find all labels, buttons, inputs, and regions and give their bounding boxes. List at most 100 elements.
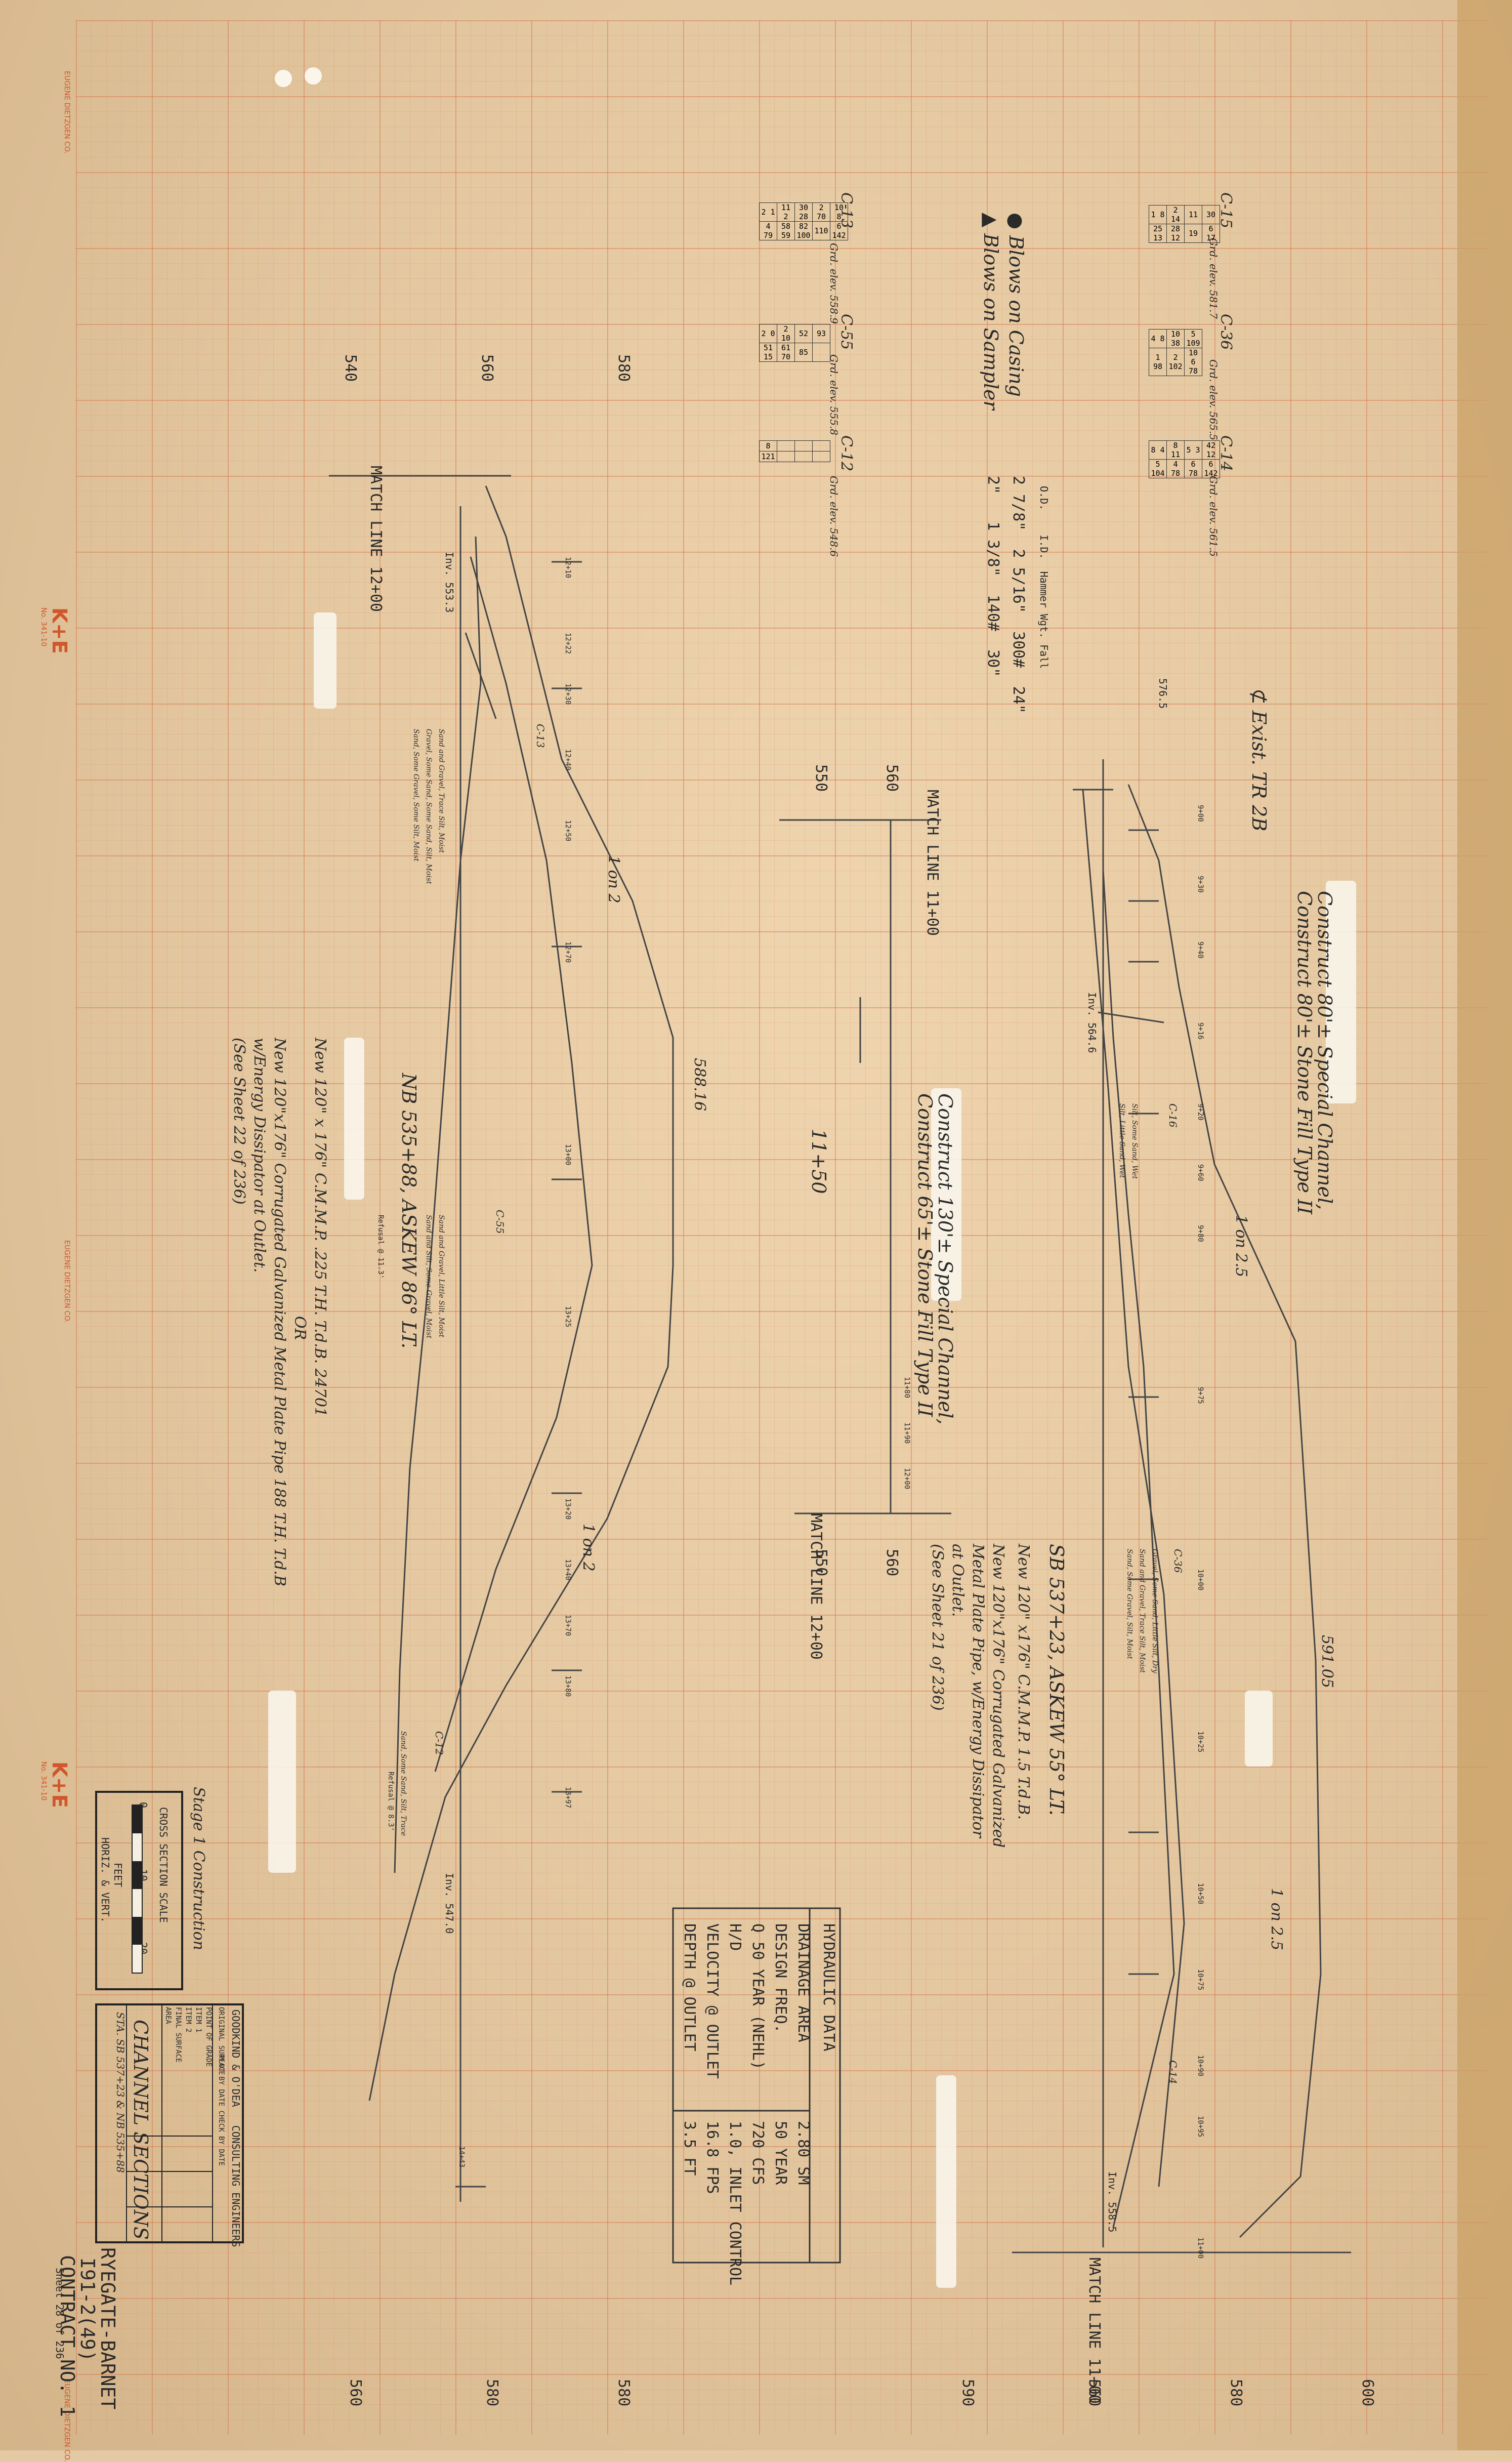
station-label: 9+60 [1196,1164,1204,1181]
ground-line-lower [368,485,674,2101]
boring-id: C-36 [1217,314,1235,350]
soil-description: Sand and Gravel, Trace Silt, Moist [1138,1549,1146,1673]
boring-label: C-55 [494,1210,506,1234]
binder-hole-2 [305,67,322,85]
hydraulic-frame [672,1907,841,2264]
boring-elev: Grd. elev. 561.5 [1207,476,1220,557]
boring-log-c12: 8 121 [759,440,830,462]
sb-note: (See Sheet 21 of 236) [929,1544,946,1711]
nb-label: NB 535+88, ASKEW 86° LT. [398,1073,420,1349]
ground-line [1127,784,1322,2238]
middle-note: Construct 65'± Stone Fill Type II [914,1093,936,1417]
sb-note: New 120"x176" Corrugated Galvanized [989,1544,1007,1848]
project-name: RYEGATE-BARNET [97,2247,119,2410]
hydraulic-row-value: 3.5 FT [681,2121,698,2176]
hydraulic-row-label: DRAINAGE AREA [794,1923,812,2042]
profile-line [1098,1011,1164,1023]
nb-note: w/Energy Dissipator at Outlet. [250,1038,268,1273]
hydraulic-row-label: H/D [726,1923,744,1951]
edge-elev: 600 [1359,2379,1376,2407]
boring-elev: Grd. elev. 581.7 [1207,238,1220,319]
graph-paper-grid [76,20,1488,2435]
channel-line-lower [394,536,482,1873]
boring-label: C-13 [534,724,547,748]
whiteout-patch [344,1038,364,1200]
station-label: 9+30 [1196,876,1204,893]
station-label: 10+25 [1196,1731,1204,1753]
hydraulic-row-value: 720 CFS [749,2121,767,2185]
channel-line-2 [1082,789,1185,2187]
boring-label: C-16 [1167,1103,1179,1128]
boring-label: C-36 [1172,1549,1184,1573]
station-label: 12+00 [903,1468,911,1490]
nb-note: OR [291,1316,309,1340]
station-label: 12+22 [564,633,572,654]
station-label: 9+20 [1196,1103,1204,1121]
sb-note: Metal Plate Pipe, w/Energy Dissipator [969,1544,987,1838]
soil-description: Silt, Some Sand, Wet [1130,1103,1139,1179]
scale-note: HORIZ. & VERT. [99,1837,111,1923]
station-label: 9+00 [1196,805,1204,822]
soil-description: Sand, Some Gravel, Silt, Moist [1125,1549,1133,1659]
title-row: ITEM 1 [194,2007,202,2033]
binder-hole-1 [275,70,292,87]
channel-note-2: Construct 80'± Stone Fill Type II [1293,891,1316,1215]
invert-label: Inv. 564.6 [1086,992,1098,1053]
station-label: 10+50 [1196,1883,1204,1905]
sheet-subtitle: STA. SB 537+23 & NB 535+88 [114,2012,127,2173]
project-number: I91-2(49) [76,2258,99,2362]
title-row: ORIGINAL SURFACE [217,2007,225,2075]
slope-label: 1 on 2.5 [1268,1888,1285,1951]
station-label: 12+10 [564,557,572,579]
middle-note: Construct 130'± Special Channel, [934,1093,956,1425]
invert-label: Inv. 553.3 [443,552,455,613]
edge-elev: 580 [615,2379,633,2407]
station-label: 13+80 [564,1675,572,1697]
scale-unit: FEET [112,1863,124,1887]
elev-label: 588.16 [691,1058,708,1111]
edge-elev: 580 [1227,2379,1245,2407]
match-line-label: MATCH LINE 12+00 [807,1513,825,1660]
elev-label: 560 [883,1549,901,1577]
station-label: 12+50 [564,820,572,842]
boring-id: C-55 [837,314,855,350]
boring-label: C-14 [1167,2060,1179,2084]
hydraulic-row-value: 50 YEAR [772,2121,789,2185]
slope-label: 1 on 2 [579,1524,597,1572]
station-label: 9+40 [1196,941,1204,959]
station-label: 13+40 [564,1559,572,1581]
slope-label: 1 on 2.5 [1232,1215,1250,1278]
whiteout-patch [1245,1691,1273,1767]
nb-note: (See Sheet 22 of 236) [230,1038,248,1205]
title-row: POINT OF GRADE [204,2007,213,2067]
slope-label: 1 on 2 [605,855,622,904]
station-label: 10+90 [1196,2055,1204,2077]
legend-sampler: ▲ Blows on Sampler [980,213,1002,410]
stage-label: Stage 1 Construction [190,1787,207,1950]
sheet-number: Sheet 28 of 236 [54,2268,66,2359]
boring-elev: Grd. elev. 565.5 [1207,359,1220,441]
station-label: 13+00 [564,1144,572,1166]
station-label: 13+20 [564,1498,572,1520]
middle-station: 11+50 [808,1129,830,1194]
nb-note: New 120" x 176" C.M.M.P. .225 T.H. T.d.B… [311,1038,329,1417]
station-label: 13+97 [564,1787,572,1809]
elev-label: 550 [812,1549,830,1577]
scale-frame [95,1791,183,1990]
sb-label: SB 537+23, ASKEW 55° LT. [1045,1544,1068,1816]
hydraulic-row-value: 16.8 FPS [703,2121,721,2194]
nb-note: New 120"x176" Corrugated Galvanized Meta… [271,1038,288,1586]
title-frame [95,2003,244,2243]
edge-elev: 590 [959,2379,977,2407]
refusal-label: Refusal @ 8.3' [387,1772,395,1832]
soil-description: Gravel, Some Sand, Some Sand, Silt, Mois… [425,729,433,884]
edge-elev: 560 [1085,2379,1103,2407]
channel-note-1: Construct 80'± Special Channel, [1314,891,1336,1210]
soil-description: Sand, Some Sand, Silt, Trace [399,1731,407,1836]
soil-description: Sand and Gravel, Little Silt, Moist [437,1215,445,1338]
whiteout-patch [268,1691,296,1873]
elev-label: 576.5 [1157,678,1169,709]
soil-description: Sand and Gravel, Trace Silt, Moist [437,729,445,853]
